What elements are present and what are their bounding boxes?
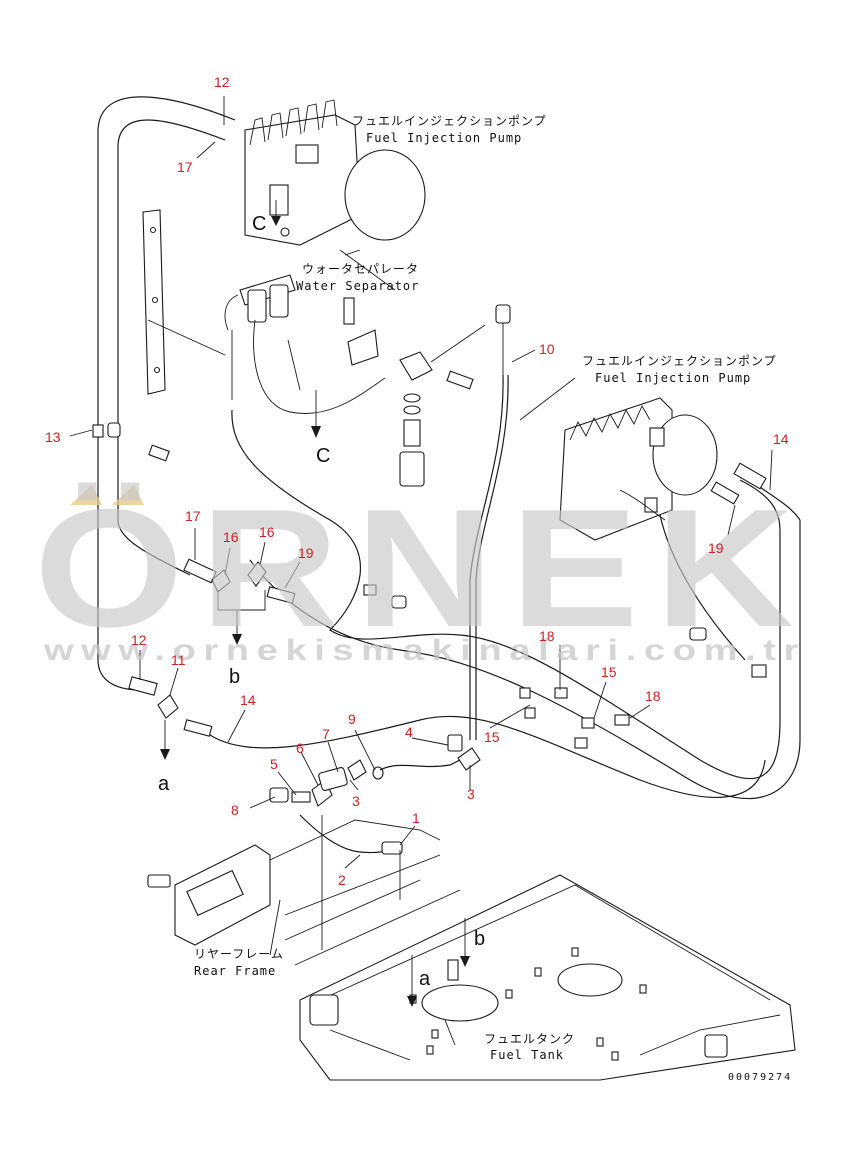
- callout-17-mid: 17: [185, 508, 201, 524]
- callout-14-low: 14: [240, 692, 256, 708]
- fuel-injection-pump-top: [244, 99, 426, 246]
- fip-top-label-en: Fuel Injection Pump: [366, 131, 522, 145]
- callout-15-a: 15: [601, 664, 617, 680]
- callout-16-a: 16: [223, 529, 239, 545]
- callout-18-a: 18: [539, 628, 555, 644]
- rear-frame: [147, 819, 461, 966]
- callout-10: 10: [539, 341, 555, 357]
- part-labels: フュエルインジェクションポンプ Fuel Injection Pump ウォータ…: [194, 114, 777, 1062]
- callout-8: 8: [231, 802, 239, 818]
- callout-19-right: 19: [708, 540, 724, 556]
- callout-6: 6: [296, 740, 304, 756]
- fuel-tank-label-en: Fuel Tank: [490, 1048, 564, 1062]
- watermark-brand: ÖRNEK: [34, 474, 810, 662]
- callout-19-mid: 19: [298, 545, 314, 561]
- callout-2: 2: [338, 872, 346, 888]
- fuel-hoses: [97, 96, 801, 799]
- ref-c-mid: C: [316, 445, 330, 467]
- ref-b-tank: b: [474, 928, 485, 950]
- fuel-tank-label-jp: フュエルタンク: [484, 1032, 575, 1046]
- callout-12-top: 12: [214, 74, 230, 90]
- callout-14-right: 14: [773, 431, 789, 447]
- callout-7: 7: [322, 726, 330, 742]
- watermark-accent-right: [112, 485, 144, 505]
- watermark: ÖRNEK www.ornekismakinalari.com.tr: [34, 474, 810, 667]
- leader-lines: [69, 96, 773, 1046]
- ref-a-tank: a: [419, 968, 431, 990]
- watermark-accent-left: [70, 485, 102, 505]
- fip-top-label-jp: フュエルインジェクションポンプ: [352, 114, 547, 128]
- fuel-tank: [299, 874, 796, 1081]
- clamps-fittings: [92, 422, 767, 749]
- reference-letters: C C b a a b: [158, 213, 485, 990]
- callout-18-b: 18: [645, 688, 661, 704]
- mounting-plate-left: [142, 209, 226, 395]
- ref-c-top: C: [252, 213, 266, 235]
- fip-right-label-en: Fuel Injection Pump: [595, 371, 751, 385]
- drawing-code: 00079274: [728, 1072, 792, 1083]
- callout-16-b: 16: [259, 524, 275, 540]
- direction-arrows: [160, 200, 470, 1007]
- rear-frame-label-jp: リヤーフレーム: [194, 947, 284, 961]
- callout-numbers: 12 17 13 10 14 17 16 16 19 19 12 11 14 1…: [45, 74, 789, 888]
- callout-11: 11: [171, 652, 186, 668]
- callout-1: 1: [412, 810, 420, 826]
- callout-9: 9: [348, 711, 356, 727]
- filter-assembly: [343, 297, 511, 487]
- fip-right-label-jp: フュエルインジェクションポンプ: [582, 354, 777, 368]
- water-separator: [224, 274, 296, 331]
- ref-a-left: a: [158, 773, 170, 795]
- callout-15-b: 15: [484, 729, 500, 745]
- callout-3-a: 3: [352, 793, 360, 809]
- callout-13: 13: [45, 429, 61, 445]
- ref-b-left: b: [229, 666, 240, 688]
- callout-3-b: 3: [467, 786, 475, 802]
- watermark-url: www.ornekismakinalari.com.tr: [43, 634, 806, 667]
- water-separator-label-en: Water Separator: [296, 279, 419, 293]
- callout-4: 4: [405, 724, 413, 740]
- fuel-injection-pump-right: [559, 397, 718, 541]
- lower-fittings: [269, 734, 481, 950]
- rear-frame-label-en: Rear Frame: [194, 964, 276, 978]
- water-separator-label-jp: ウォータセパレータ: [302, 262, 419, 276]
- callout-12-low: 12: [131, 632, 147, 648]
- callout-17-top: 17: [177, 159, 193, 175]
- callout-5: 5: [270, 756, 278, 772]
